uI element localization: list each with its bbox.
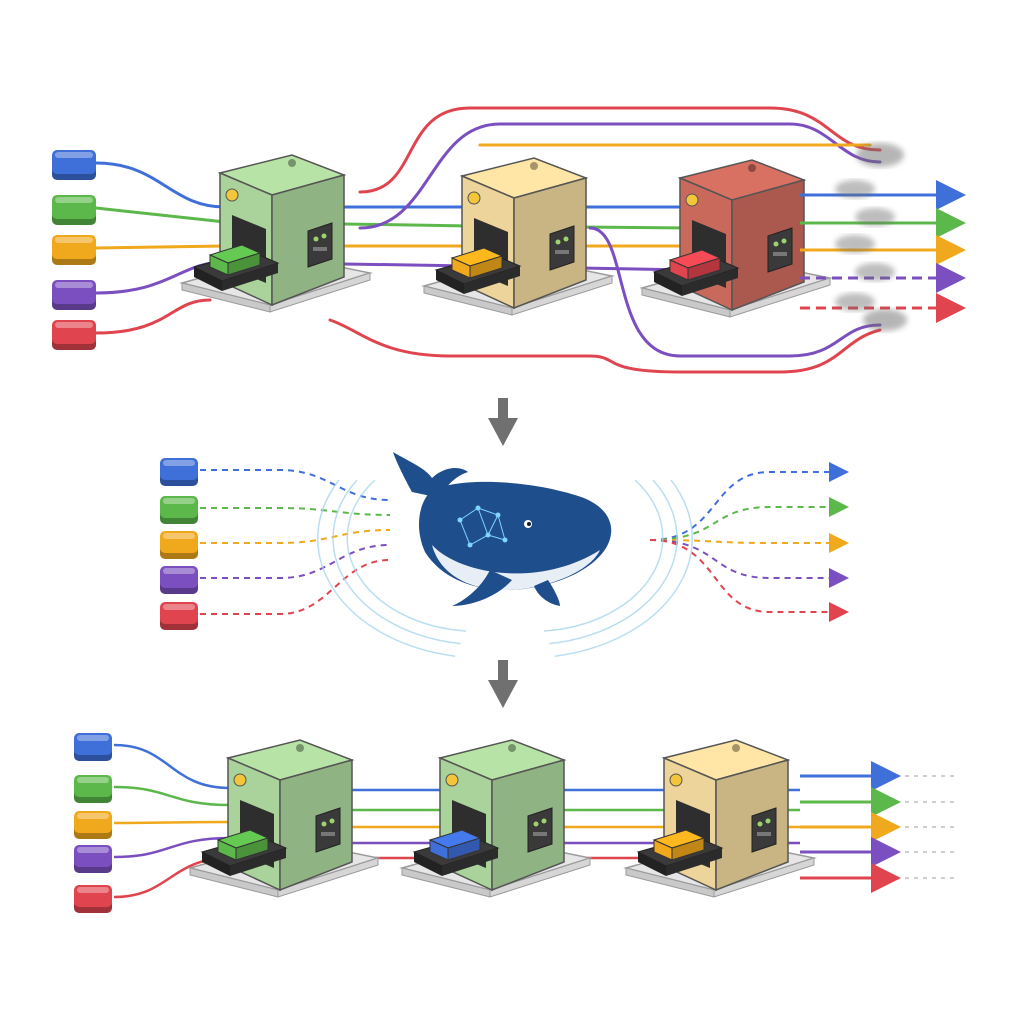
blue-token xyxy=(74,733,112,761)
purple-token xyxy=(52,280,96,310)
down-arrow-icon xyxy=(488,398,518,446)
green-ordered-wire xyxy=(113,785,231,807)
whale-tail xyxy=(393,452,468,498)
smoke-puff xyxy=(855,208,895,226)
red-token xyxy=(52,320,96,350)
machine-green xyxy=(187,739,381,898)
middle-dashed-wires xyxy=(200,462,849,657)
smoke-puff xyxy=(835,293,875,311)
green-token xyxy=(52,195,96,225)
blue-token xyxy=(52,150,96,180)
purple-dashed-wire xyxy=(200,544,391,579)
smoke-puff xyxy=(855,263,895,281)
yellow-token xyxy=(52,235,96,265)
top-input-tokens xyxy=(52,150,96,350)
red-dashed-wire xyxy=(200,559,391,615)
blue-dashed-wire xyxy=(200,469,391,501)
blue-dashed-output xyxy=(649,462,849,541)
machine-green xyxy=(179,154,373,313)
green-token xyxy=(74,775,112,803)
yellow-wire xyxy=(94,244,762,250)
bottom-outputs xyxy=(800,761,958,893)
whale-icon xyxy=(393,452,612,606)
bottom-input-tokens xyxy=(74,733,112,913)
motion-arc xyxy=(346,479,467,632)
purple-ordered-wire xyxy=(113,836,231,859)
machine-tan xyxy=(421,157,615,316)
red-token xyxy=(74,885,112,913)
yellow-dashed-output xyxy=(649,533,849,553)
smoke-puff xyxy=(835,235,875,253)
motion-arc xyxy=(332,479,461,645)
green-dashed-output xyxy=(649,497,849,541)
red-wire xyxy=(94,298,212,335)
green-token xyxy=(160,496,198,524)
purple-token xyxy=(160,566,198,594)
purple-dashed-output xyxy=(649,539,849,588)
machine-tan xyxy=(623,739,817,898)
red-wire xyxy=(328,318,882,374)
red-dashed-output xyxy=(649,539,849,622)
purple-token xyxy=(74,845,112,873)
blue-token xyxy=(160,458,198,486)
whale-belly xyxy=(432,545,600,590)
smoke-puff xyxy=(835,180,875,198)
middle-input-tokens xyxy=(160,458,198,630)
motion-arc xyxy=(543,479,664,632)
green-dashed-wire xyxy=(200,507,391,516)
top-machines xyxy=(179,154,833,318)
blue-wire xyxy=(94,161,762,209)
yellow-ordered-wire xyxy=(113,820,231,825)
motion-arc xyxy=(554,479,693,657)
red-token xyxy=(160,602,198,630)
network-lines xyxy=(459,507,506,546)
down-arrow-icon xyxy=(488,660,518,708)
smoke-puff xyxy=(863,309,907,331)
top-outputs xyxy=(800,143,966,331)
purple-wire xyxy=(588,226,882,358)
motion-arc xyxy=(317,479,456,657)
motion-arc xyxy=(549,479,678,645)
yellow-token xyxy=(160,531,198,559)
red-wire xyxy=(358,106,882,194)
yellow-dashed-wire xyxy=(200,529,391,544)
bottom-machines xyxy=(187,739,817,898)
machine-red xyxy=(639,159,833,318)
yellow-token xyxy=(74,811,112,839)
whale-fin xyxy=(534,580,560,606)
smoke-puff xyxy=(856,143,904,167)
whale-fin xyxy=(452,570,512,606)
purple-wire xyxy=(358,122,882,230)
blue-ordered-wire xyxy=(113,743,231,790)
machine-green xyxy=(399,739,593,898)
green-wire xyxy=(94,206,762,230)
whale-body xyxy=(418,481,612,590)
